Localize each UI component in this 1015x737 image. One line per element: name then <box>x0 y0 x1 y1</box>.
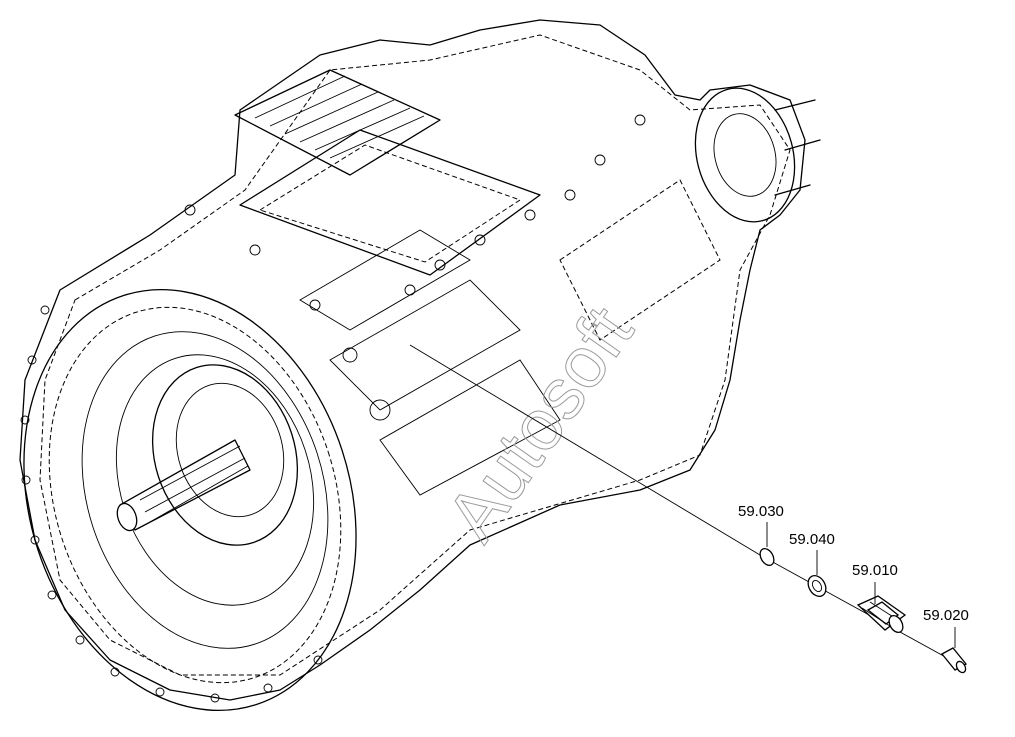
leader-lines <box>766 522 956 648</box>
part-label-59040: 59.040 <box>789 531 835 548</box>
watermark-text: Autosoft <box>432 293 649 555</box>
part-59010-screw-plug <box>856 595 907 634</box>
part-label-59010: 59.010 <box>852 562 898 579</box>
part-59040-seal-ring <box>807 575 827 597</box>
part-label-59030: 59.030 <box>738 503 784 520</box>
part-label-59020: 59.020 <box>923 607 969 624</box>
part-59030-seal-ring <box>759 547 775 567</box>
part-59020-plug <box>941 647 967 674</box>
transmission-housing <box>19 19 821 712</box>
